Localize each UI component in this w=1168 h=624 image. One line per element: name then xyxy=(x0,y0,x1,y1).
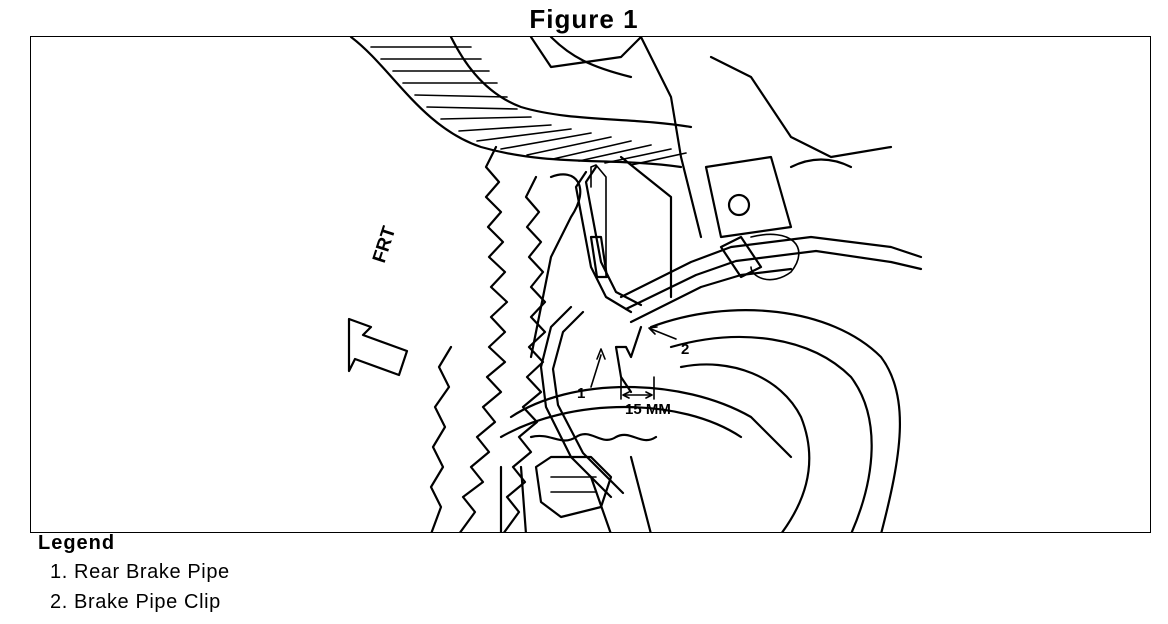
bolt-hole-icon xyxy=(727,193,751,217)
figure-title: Figure 1 xyxy=(529,4,639,34)
corrugated-hose xyxy=(349,37,693,169)
pipe-clip-shape xyxy=(719,235,763,279)
legend-item: 2. Brake Pipe Clip xyxy=(50,591,221,613)
toothed-belt xyxy=(429,145,582,532)
legend-item: 1. Rear Brake Pipe xyxy=(50,561,230,583)
hex-bolt-icon xyxy=(534,455,613,519)
brake-pipe-illustration xyxy=(347,37,923,532)
callout-label-2: 2 xyxy=(681,341,690,358)
front-direction-arrow xyxy=(347,317,409,377)
legend-title: Legend xyxy=(38,532,116,554)
diagram-frame: FRT 1 2 15 MM xyxy=(30,36,1151,533)
brake-pipes xyxy=(539,164,923,499)
callout-leaders xyxy=(590,326,677,400)
pulley-wheel xyxy=(649,309,901,532)
dimension-label: 15 MM xyxy=(625,401,671,418)
legend: Legend 1. Rear Brake Pipe 2. Brake Pipe … xyxy=(38,532,230,619)
hub-assembly xyxy=(499,386,793,532)
bracket-assembly xyxy=(529,37,893,299)
callout-label-1: 1 xyxy=(577,385,586,402)
